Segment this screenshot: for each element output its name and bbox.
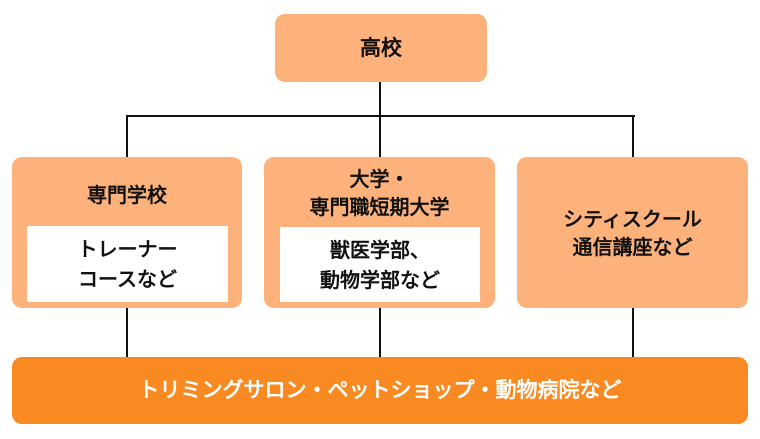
node-careers: トリミングサロン・ペットショップ・動物病院など <box>12 357 748 424</box>
node-label: トリミングサロン・ペットショップ・動物病院など <box>138 378 622 402</box>
detail-line: 動物学部など <box>320 267 440 292</box>
node-title: 専門学校 <box>87 183 167 207</box>
detail-line: 獣医学部、 <box>330 237 430 262</box>
connector-top <box>379 82 381 117</box>
detail-line: コースなど <box>78 267 177 291</box>
node-title: 専門職短期大学 <box>309 195 450 219</box>
detail-line: トレーナー <box>77 237 178 261</box>
node-high-school: 高校 <box>275 14 487 82</box>
node-title: 通信講座など <box>572 234 693 259</box>
node-university: 大学・ 専門職短期大学 獣医学部、 動物学部など <box>264 157 495 308</box>
node-detail: トレーナー コースなど <box>27 226 228 302</box>
node-title: 大学・ <box>349 167 410 191</box>
node-city-school: シティスクール 通信講座など <box>517 157 748 308</box>
node-title: シティスクール <box>563 206 702 231</box>
node-label: 高校 <box>360 36 402 60</box>
node-vocational-school: 専門学校 トレーナー コースなど <box>12 157 242 308</box>
node-detail: 獣医学部、 動物学部など <box>280 227 480 302</box>
